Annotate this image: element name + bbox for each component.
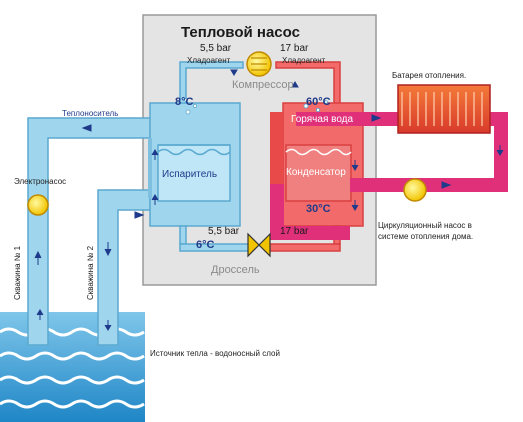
coolant-label: Теплоноситель — [62, 109, 119, 118]
temp-condenser-in: 60°C — [306, 96, 331, 108]
wave-2 — [0, 351, 145, 361]
circulation-pump-label-1: Циркуляционный насос в — [378, 221, 472, 230]
throttle-valve — [247, 232, 271, 258]
temp-evaporator-in: 8°C — [175, 96, 194, 108]
pressure-bottom-low: 5,5 bar — [208, 226, 240, 237]
electric-pump — [27, 194, 49, 216]
condenser-label: Конденсатор — [286, 167, 346, 178]
well-1-label: Скважина № 1 — [13, 245, 22, 300]
evaporator-label: Испаритель — [162, 169, 218, 180]
bubbles — [184, 98, 328, 115]
circulation-pump-label-2: системе отопления дома. — [378, 232, 474, 241]
condenser — [285, 144, 352, 202]
pressure-bottom-high: 17 bar — [280, 226, 309, 237]
compressor-label: Компрессор — [232, 79, 294, 91]
pressure-top-high: 17 bar — [280, 43, 309, 54]
diagram-title: Тепловой насос — [181, 24, 300, 41]
well-2-label: Скважина № 2 — [86, 245, 95, 300]
wave-1 — [0, 327, 145, 337]
wave-4 — [0, 399, 145, 409]
evaporator — [157, 144, 231, 202]
wave-3 — [0, 375, 145, 385]
electric-pump-label: Электронасос — [14, 177, 67, 186]
refrigerant-label-right: Хладоагент — [282, 56, 326, 65]
radiator — [397, 84, 491, 134]
refrigerant-label-left: Хладоагент — [187, 56, 231, 65]
heat-source-label: Источник тепла - водоносный слой — [150, 349, 280, 358]
temp-condenser-out: 30°C — [306, 203, 331, 215]
hot-water-label: Горячая вода — [291, 114, 354, 125]
radiator-label: Батарея отопления. — [392, 71, 467, 80]
compressor-pump — [246, 51, 272, 77]
pressure-top-low: 5,5 bar — [200, 43, 232, 54]
circulation-pump — [403, 178, 427, 202]
throttle-label: Дроссель — [211, 264, 260, 276]
temp-evaporator-out: 6°C — [196, 239, 215, 251]
